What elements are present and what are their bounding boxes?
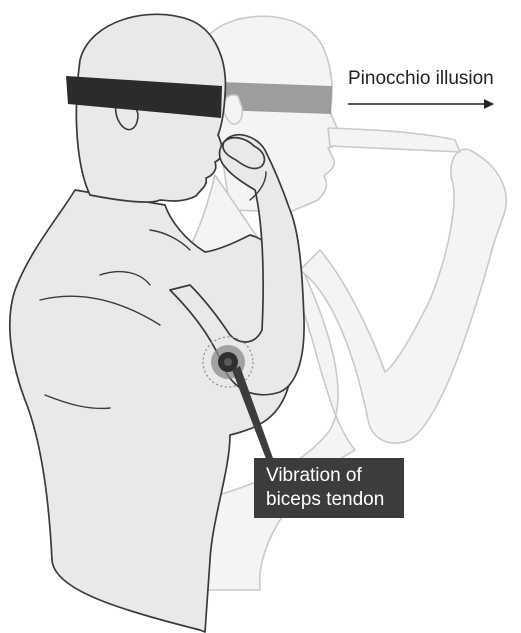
callout-line-1: Vibration of [266, 465, 362, 486]
vibration-callout: Vibration of biceps tendon [254, 458, 404, 518]
figure-title: Pinocchio illusion [348, 68, 494, 89]
ghost-nose [328, 128, 460, 152]
callout-line-2: biceps tendon [266, 489, 384, 510]
right-arrow-icon [348, 99, 494, 109]
